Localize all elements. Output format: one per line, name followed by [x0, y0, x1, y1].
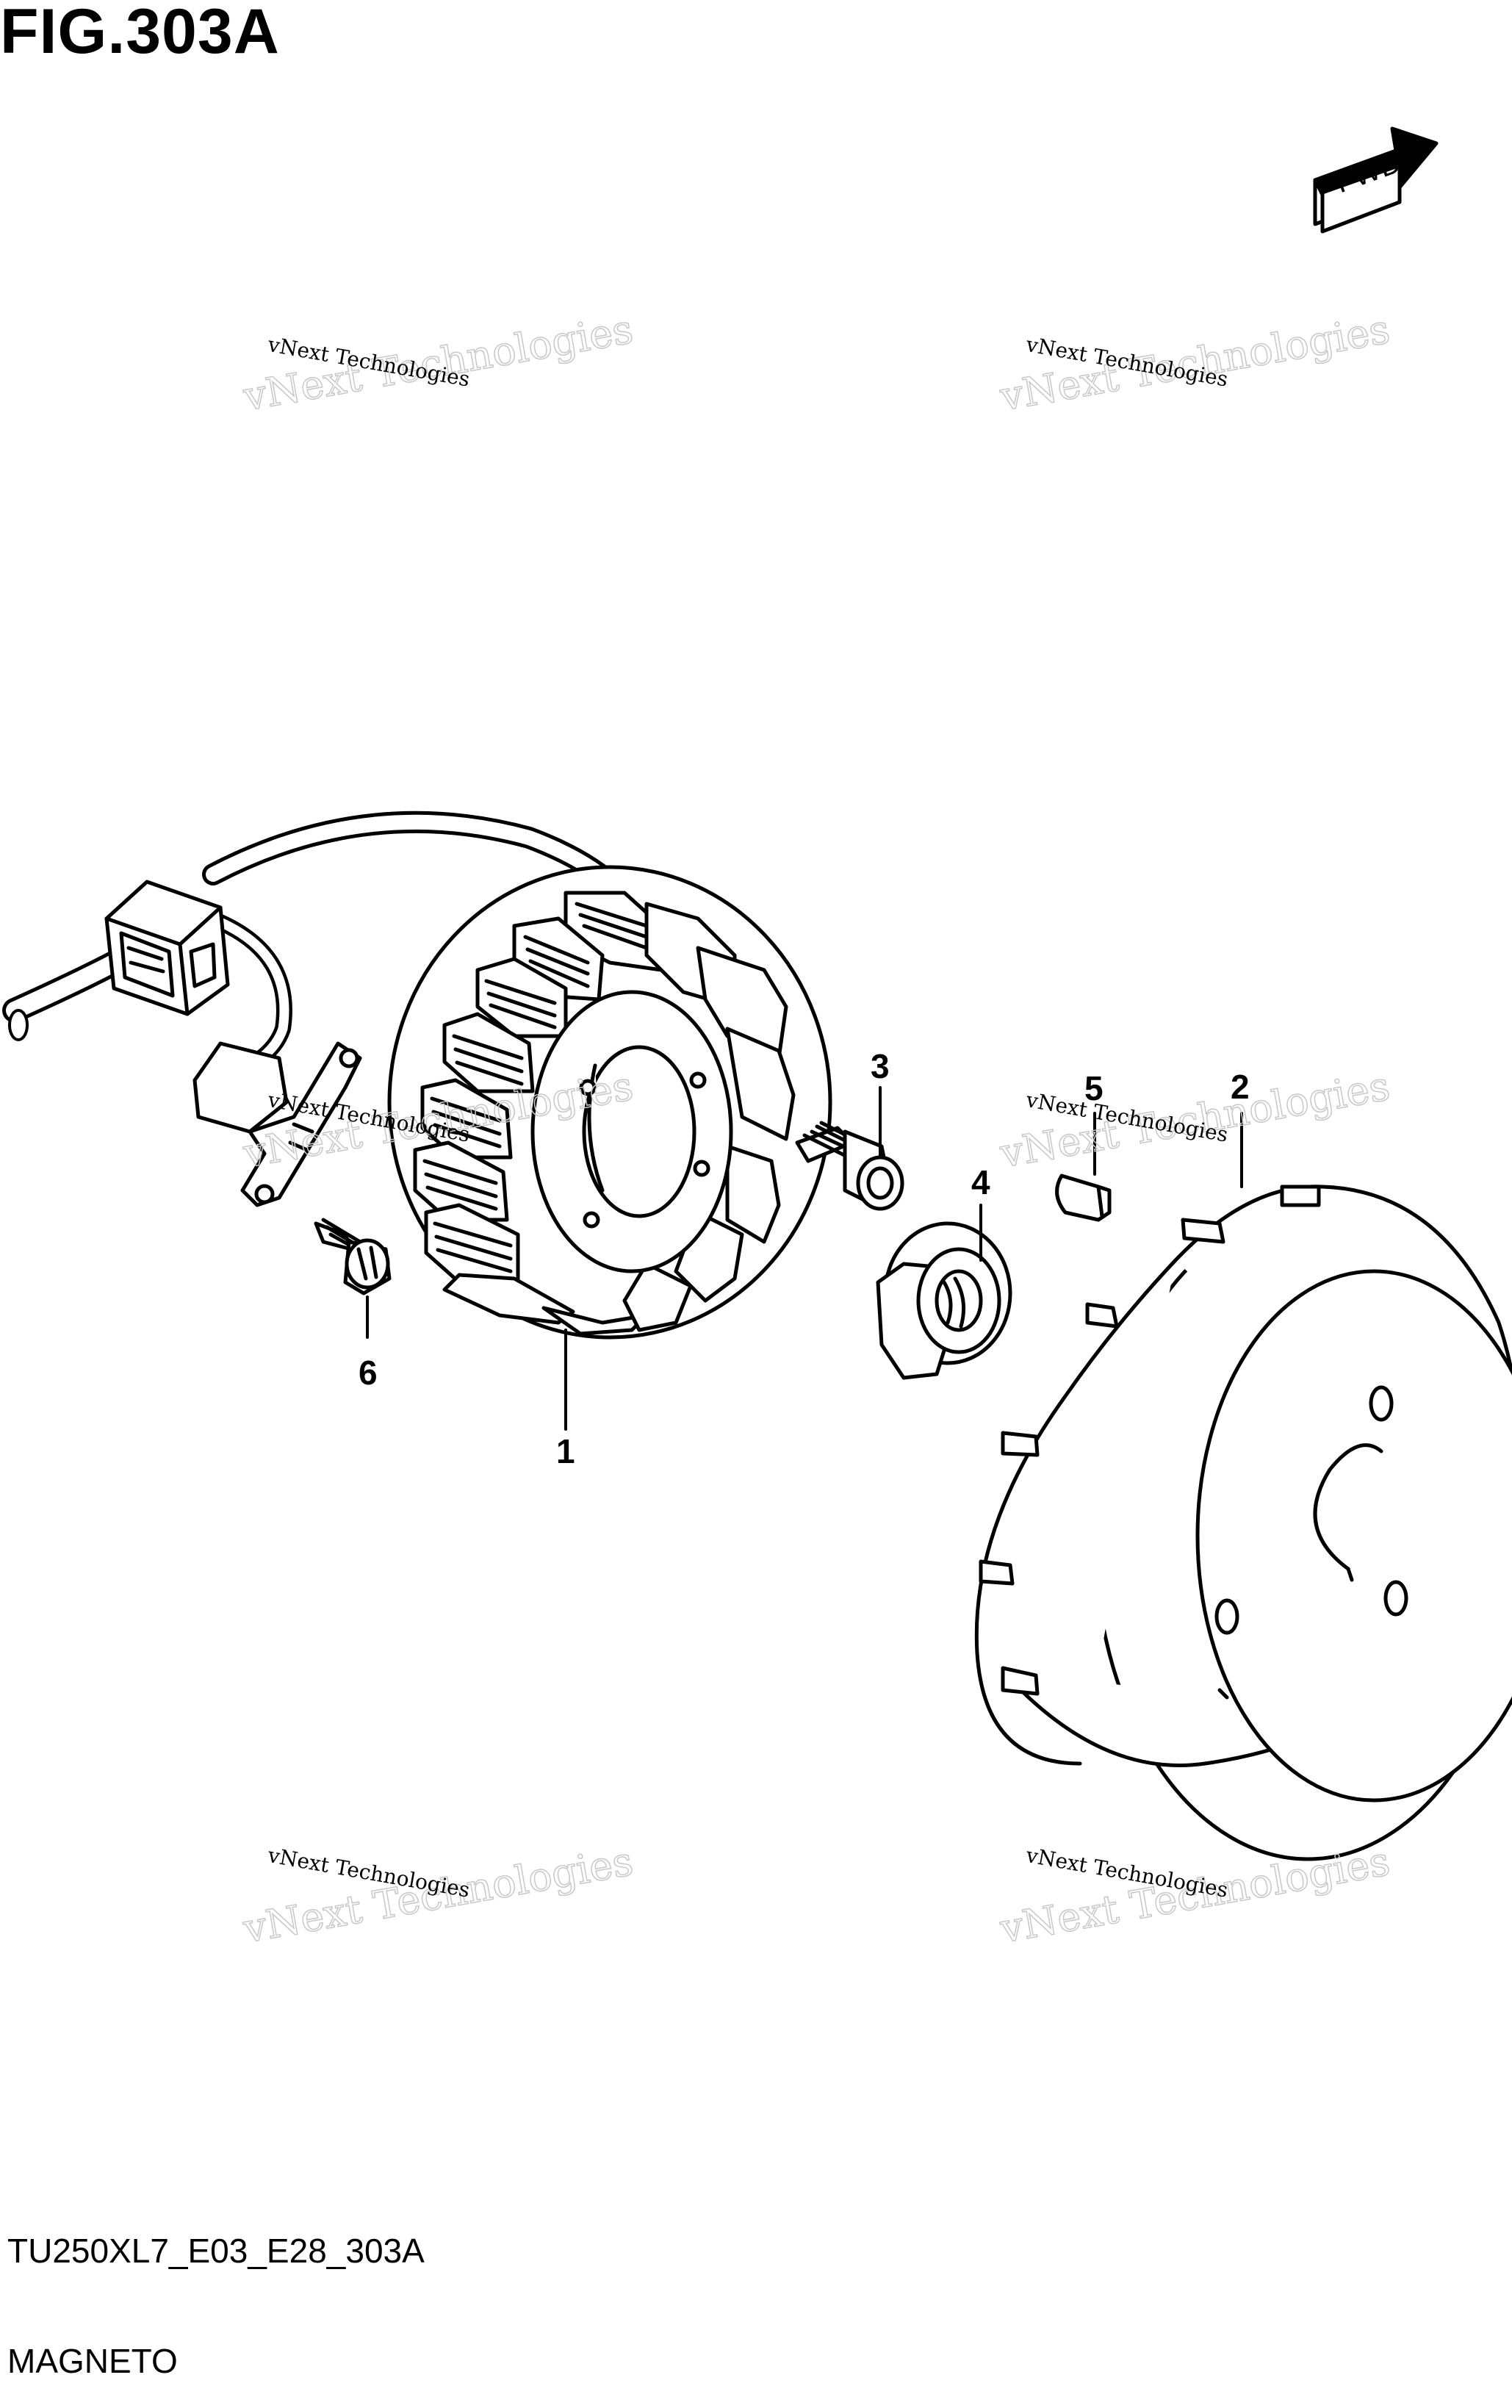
stator-center-hub — [530, 990, 733, 1273]
callout-1: 1 — [556, 1432, 575, 1470]
callout-3: 3 — [871, 1047, 890, 1085]
callout-5: 5 — [1084, 1069, 1104, 1107]
model-code: TU250XL7_E03_E28_303A — [7, 2232, 425, 2270]
callout-6: 6 — [359, 1354, 378, 1392]
stator-assembly — [387, 865, 832, 1340]
section-name: MAGNETO — [7, 2342, 178, 2380]
bolt-6 — [314, 1218, 392, 1295]
stator-pole-l3 — [420, 1078, 513, 1160]
callout-4: 4 — [971, 1163, 990, 1201]
key-5 — [1055, 1174, 1112, 1222]
figure-title: FIG.303A — [0, 0, 280, 67]
stator-pole-bottom — [442, 1273, 649, 1336]
rotor-flywheel — [974, 1185, 1512, 1861]
stator-pole-l2 — [442, 1012, 535, 1093]
pickup-coil — [192, 1041, 362, 1207]
nut-4 — [876, 1221, 1012, 1380]
leader-lines — [366, 1086, 1243, 1431]
bolt-3 — [795, 1121, 904, 1211]
connector-block — [104, 880, 230, 1016]
callout-2: 2 — [1231, 1068, 1250, 1106]
fwd-arrow-icon — [1313, 126, 1439, 234]
stator-pole-l4 — [413, 1140, 509, 1222]
